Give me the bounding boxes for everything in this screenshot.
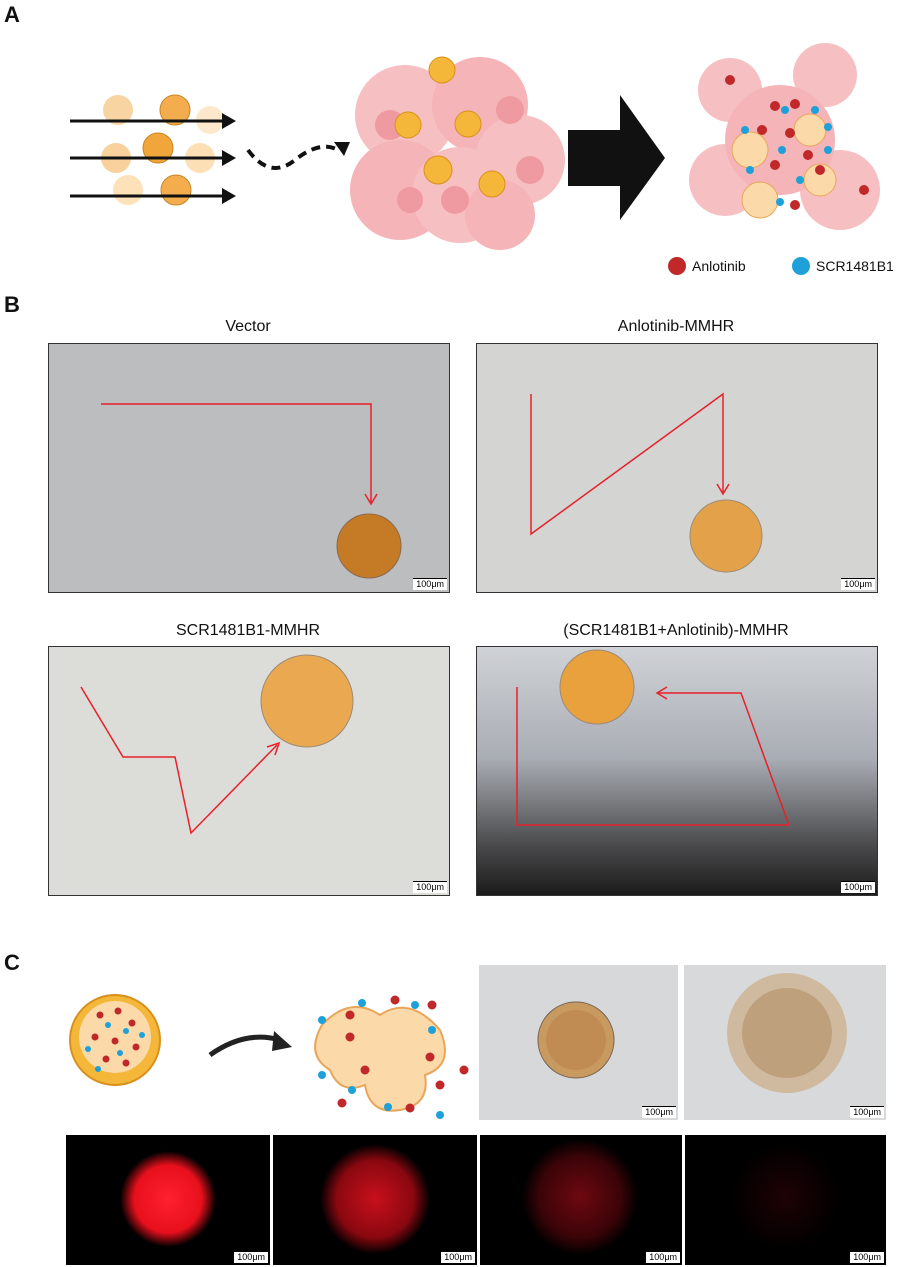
scale-bar: 100μm <box>841 578 875 590</box>
legend-anlotinib: Anlotinib <box>668 257 746 275</box>
scale-bar: 100μm <box>441 1251 475 1263</box>
legend-scr1481b1: SCR1481B1 <box>792 257 894 275</box>
dashed-arrow <box>246 144 339 170</box>
released-cluster <box>689 43 880 230</box>
dissolved-blob <box>314 995 469 1119</box>
fluorescence-4: 100μm <box>685 1135 886 1265</box>
scr1481b1-dot-icon <box>792 257 810 275</box>
title-scr1481b1-mmhr: SCR1481B1-MMHR <box>175 622 321 639</box>
title-combo-mmhr: (SCR1481B1+Anlotinib)-MMHR <box>563 622 789 639</box>
title-anlotinib-mmhr: Anlotinib-MMHR <box>617 318 735 335</box>
panel-c-illustration <box>69 994 469 1119</box>
legend-scr1481b1-label: SCR1481B1 <box>816 258 894 274</box>
micrograph-scr1481b1-mmhr: 100μm <box>48 646 450 896</box>
brightfield-degraded: 100μm <box>684 965 886 1120</box>
panel-a-illustration <box>70 43 880 250</box>
title-vector: Vector <box>225 318 271 335</box>
scale-bar: 100μm <box>234 1251 268 1263</box>
anlotinib-dot-icon <box>668 257 686 275</box>
scale-bar: 100μm <box>841 881 875 893</box>
micrograph-anlotinib-mmhr: 100μm <box>476 343 878 593</box>
fluorescence-1: 100μm <box>66 1135 270 1265</box>
scale-bar: 100μm <box>646 1251 680 1263</box>
tumor-cluster <box>350 56 565 250</box>
micrograph-vector: 100μm <box>48 343 450 593</box>
scale-bar: 100μm <box>413 881 447 893</box>
scale-bar: 100μm <box>850 1106 884 1118</box>
scale-bar: 100μm <box>642 1106 676 1118</box>
curved-arrow <box>208 1034 281 1058</box>
micrograph-combo-mmhr: 100μm <box>476 646 878 896</box>
fluorescence-2: 100μm <box>273 1135 477 1265</box>
panel-c-letter: C <box>4 950 20 975</box>
fluorescence-3: 100μm <box>480 1135 682 1265</box>
big-arrow <box>568 95 665 220</box>
panel-b-letter: B <box>4 292 20 317</box>
bead-drug-dots <box>85 1007 145 1072</box>
flowing-beads <box>70 94 236 206</box>
scale-bar: 100μm <box>850 1251 884 1263</box>
legend-anlotinib-label: Anlotinib <box>692 258 746 274</box>
scale-bar: 100μm <box>413 578 447 590</box>
brightfield-intact: 100μm <box>479 965 678 1120</box>
panel-a-letter: A <box>4 2 20 27</box>
